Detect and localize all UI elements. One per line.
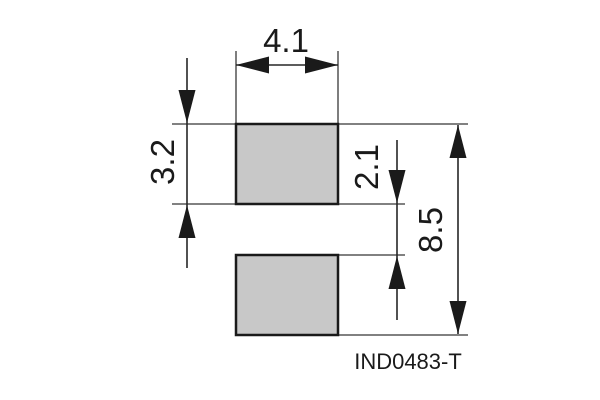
part-number-label: IND0483-T xyxy=(354,349,462,374)
arrow-left-icon xyxy=(236,56,269,74)
dim-overall-height-value: 8.5 xyxy=(412,207,449,253)
arrow-down-icon xyxy=(178,90,196,123)
dim-pad-height: 3.2 xyxy=(144,58,196,268)
arrow-down-icon xyxy=(449,301,467,334)
pads xyxy=(234,122,340,337)
dim-overall-height: 8.5 xyxy=(412,125,467,334)
arrow-right-icon xyxy=(305,56,338,74)
pad-bottom xyxy=(234,253,340,337)
dim-pad-width: 4.1 xyxy=(236,22,338,74)
dim-pad-width-value: 4.1 xyxy=(263,22,309,59)
arrow-up-icon xyxy=(388,256,406,289)
arrow-down-icon xyxy=(388,170,406,203)
dim-pad-gap-value: 2.1 xyxy=(348,144,385,190)
dim-pad-gap: 2.1 xyxy=(348,140,406,320)
dim-pad-height-value: 3.2 xyxy=(144,139,181,185)
arrow-up-icon xyxy=(449,125,467,158)
arrow-up-icon xyxy=(178,205,196,238)
pad-top xyxy=(234,122,340,206)
